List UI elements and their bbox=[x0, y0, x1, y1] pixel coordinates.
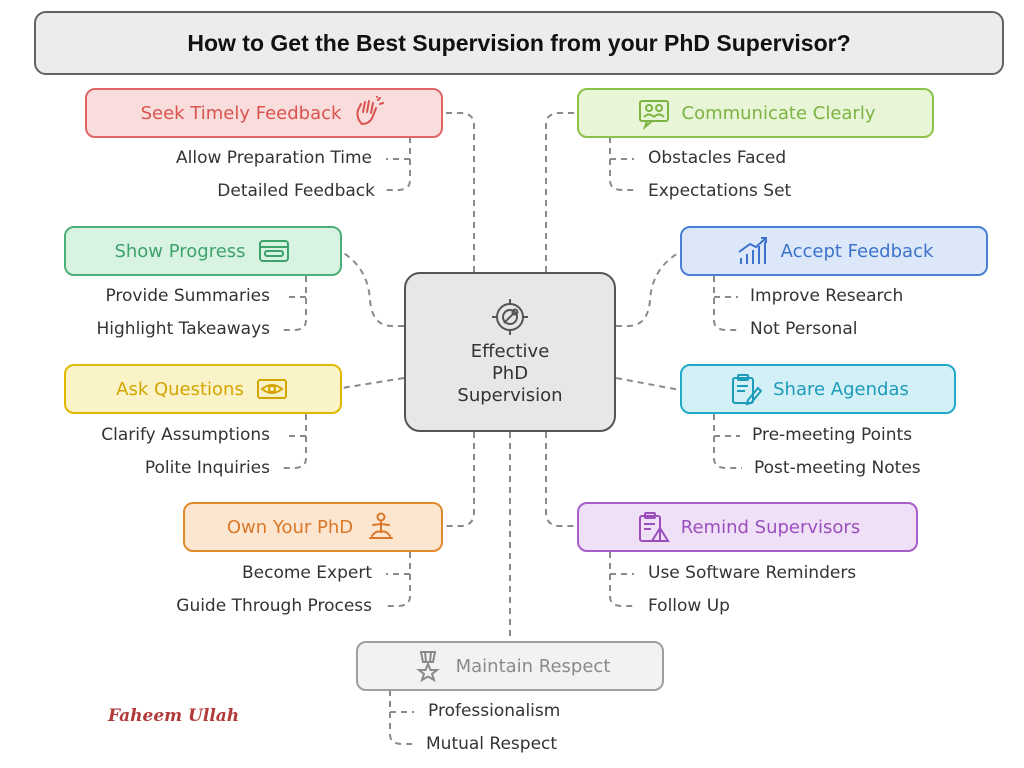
title-box: How to Get the Best Supervision from you… bbox=[34, 11, 1004, 75]
node-label: Show Progress bbox=[114, 240, 246, 262]
connector-seek-feedback bbox=[444, 112, 475, 272]
node-own-your-phd: Own Your PhD bbox=[183, 502, 443, 552]
node-show-progress: Show Progress bbox=[64, 226, 342, 276]
clipboard-alert-icon bbox=[635, 509, 671, 545]
sub-not-personal: Not Personal bbox=[750, 319, 858, 339]
node-label: Maintain Respect bbox=[455, 655, 611, 677]
center-line-1: Effective bbox=[470, 341, 550, 362]
connector-show-progress bbox=[341, 251, 404, 327]
center-line-2: PhD bbox=[491, 363, 529, 384]
sub-expectations-set: Expectations Set bbox=[648, 181, 792, 201]
sub-polite-inquiries: Polite Inquiries bbox=[144, 458, 270, 478]
sub-use-software-reminders: Use Software Reminders bbox=[648, 563, 857, 583]
sub-detailed-feedback: Detailed Feedback bbox=[217, 181, 375, 201]
sub-post-meeting-notes: Post-meeting Notes bbox=[754, 458, 921, 478]
node-share-agendas: Share Agendas bbox=[680, 364, 956, 414]
connector-communicate bbox=[545, 112, 578, 272]
eye-icon bbox=[254, 371, 290, 407]
node-accept-feedback: Accept Feedback bbox=[680, 226, 988, 276]
sub-mutual-respect: Mutual Respect bbox=[426, 734, 558, 754]
connector-remind bbox=[545, 432, 578, 527]
sub-professionalism: Professionalism bbox=[428, 701, 561, 721]
connector-accept-feedback bbox=[616, 251, 681, 327]
progress-bar-icon bbox=[256, 233, 292, 269]
growth-chart-icon bbox=[735, 233, 771, 269]
sub-guide-through-process: Guide Through Process bbox=[176, 596, 372, 616]
meditation-icon bbox=[363, 509, 399, 545]
sub-improve-research: Improve Research bbox=[750, 286, 904, 306]
sub-obstacles-faced: Obstacles Faced bbox=[648, 148, 787, 168]
node-remind-supervisors: Remind Supervisors bbox=[577, 502, 918, 552]
sub-highlight-takeaways: Highlight Takeaways bbox=[96, 319, 271, 339]
node-label: Own Your PhD bbox=[226, 516, 354, 538]
target-key-icon bbox=[490, 297, 530, 341]
sub-provide-summaries: Provide Summaries bbox=[105, 286, 270, 306]
hand-wave-icon bbox=[351, 95, 387, 131]
connector-own-phd bbox=[444, 432, 475, 527]
medal-icon bbox=[410, 648, 446, 684]
connector-share-agendas bbox=[615, 377, 681, 391]
node-label: Ask Questions bbox=[116, 378, 244, 400]
node-maintain-respect: Maintain Respect bbox=[356, 641, 664, 691]
node-label: Remind Supervisors bbox=[680, 516, 861, 538]
clipboard-pen-icon bbox=[727, 371, 763, 407]
sub-clarify-assumptions: Clarify Assumptions bbox=[101, 425, 270, 445]
node-label: Communicate Clearly bbox=[681, 102, 876, 124]
connector-ask-questions bbox=[341, 377, 405, 389]
node-seek-timely-feedback: Seek Timely Feedback bbox=[85, 88, 443, 138]
sub-allow-preparation-time: Allow Preparation Time bbox=[176, 148, 372, 168]
node-label: Accept Feedback bbox=[780, 240, 934, 262]
people-chat-icon bbox=[636, 95, 672, 131]
page-title: How to Get the Best Supervision from you… bbox=[187, 29, 851, 56]
sub-become-expert: Become Expert bbox=[242, 563, 372, 583]
node-label: Seek Timely Feedback bbox=[140, 102, 342, 124]
node-ask-questions: Ask Questions bbox=[64, 364, 342, 414]
node-communicate-clearly: Communicate Clearly bbox=[577, 88, 934, 138]
center-line-3: Supervision bbox=[457, 385, 563, 406]
sub-pre-meeting-points: Pre-meeting Points bbox=[752, 425, 913, 445]
node-label: Share Agendas bbox=[773, 378, 909, 400]
author-signature: Faheem Ullah bbox=[108, 706, 240, 726]
sub-follow-up: Follow Up bbox=[648, 596, 730, 616]
center-node: Effective PhD Supervision bbox=[404, 272, 616, 432]
